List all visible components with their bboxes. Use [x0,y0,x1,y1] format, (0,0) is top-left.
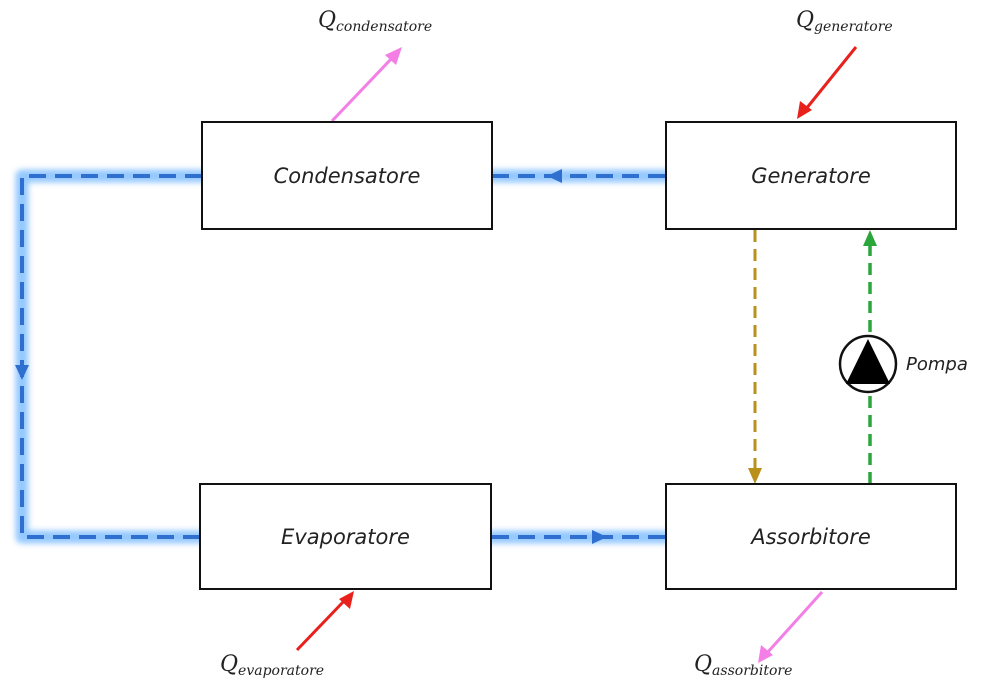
flow-arrow-down-icon [15,365,29,380]
flow-arrow-right-icon [592,530,607,544]
arrow-down-icon [748,468,762,484]
refrigerant-line-condensatore-evaporatore [20,174,202,539]
condensatore-box: Condensatore [201,121,493,230]
flow-arrow-left-icon [547,169,562,183]
evaporatore-label: Evaporatore [281,524,410,549]
heat-in-evaporatore-arrow [295,591,354,652]
refrigerant-lines [20,174,665,539]
generatore-label: Generatore [751,163,871,188]
generatore-box: Generatore [665,121,957,230]
heat-out-condensatore-arrow [330,47,402,123]
heat-in-generatore-arrow [797,46,858,119]
pump-label: Pompa [906,354,968,375]
condensatore-label: Condensatore [273,163,421,188]
q-generatore-label: Qgeneratore [796,8,893,35]
assorbitore-label: Assorbitore [751,524,871,549]
arrow-up-icon [863,230,877,246]
q-condensatore-label: Qcondensatore [318,8,433,35]
q-assorbitore-label: Qassorbitore [694,652,793,679]
assorbitore-box: Assorbitore [665,483,957,590]
evaporatore-box: Evaporatore [199,483,492,590]
q-evaporatore-label: Qevaporatore [220,652,325,679]
heat-out-assorbitore-arrow [758,590,824,663]
pump-triangle-icon [846,339,890,384]
